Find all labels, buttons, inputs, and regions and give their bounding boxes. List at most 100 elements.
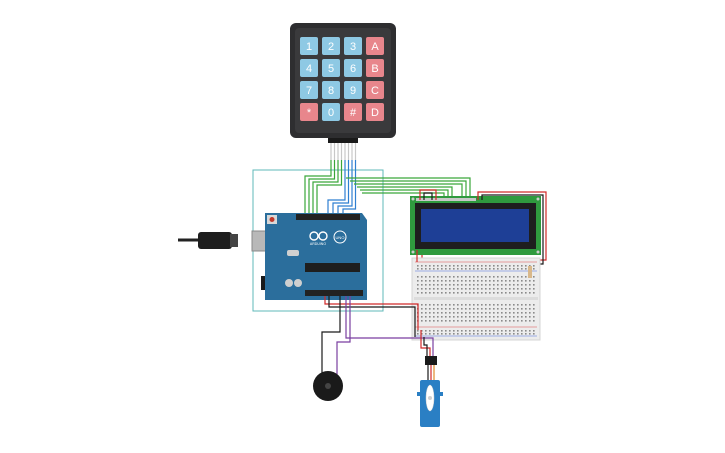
breadboard-hole <box>501 292 503 294</box>
breadboard[interactable] <box>411 257 541 341</box>
breadboard-hole <box>421 265 423 267</box>
breadboard-hole <box>505 333 507 335</box>
breadboard-hole <box>513 292 515 294</box>
breadboard-hole <box>481 333 483 335</box>
breadboard-hole <box>481 265 483 267</box>
breadboard-hole <box>501 316 503 318</box>
breadboard-hole <box>489 265 491 267</box>
keypad-key[interactable] <box>322 81 340 99</box>
keypad-key[interactable] <box>344 81 362 99</box>
breadboard-hole <box>441 316 443 318</box>
breadboard-hole <box>457 284 459 286</box>
breadboard-hole <box>501 304 503 306</box>
keypad-key[interactable] <box>344 59 362 77</box>
breadboard-hole <box>469 316 471 318</box>
breadboard-hole <box>429 280 431 282</box>
breadboard-hole <box>445 312 447 314</box>
keypad-key[interactable] <box>300 103 318 121</box>
breadboard-hole <box>473 330 475 332</box>
buzzer-hole <box>325 383 331 389</box>
breadboard-hole <box>465 304 467 306</box>
keypad-key[interactable] <box>366 81 384 99</box>
breadboard-hole <box>493 312 495 314</box>
keypad-key[interactable] <box>366 59 384 77</box>
breadboard-hole <box>521 268 523 270</box>
breadboard-hole <box>429 333 431 335</box>
arduino-logo-text: ARDUINO <box>310 242 326 246</box>
breadboard-hole <box>473 268 475 270</box>
breadboard-hole <box>477 292 479 294</box>
keypad-key[interactable] <box>322 59 340 77</box>
breadboard-hole <box>521 320 523 322</box>
breadboard-hole <box>437 320 439 322</box>
keypad-key[interactable] <box>366 37 384 55</box>
breadboard-hole <box>509 280 511 282</box>
breadboard-hole <box>489 292 491 294</box>
arduino-uno[interactable]: ARDUINO UNO <box>178 213 367 300</box>
breadboard-hole <box>529 312 531 314</box>
breadboard-hole <box>493 316 495 318</box>
reset-button-cap[interactable] <box>269 217 275 222</box>
keypad-key[interactable] <box>344 37 362 55</box>
breadboard-hole <box>529 265 531 267</box>
keypad-key[interactable] <box>344 103 362 121</box>
breadboard-hole <box>441 276 443 278</box>
breadboard-hole <box>417 333 419 335</box>
breadboard-hole <box>425 268 427 270</box>
breadboard-hole <box>513 268 515 270</box>
breadboard-hole <box>465 268 467 270</box>
breadboard-hole <box>425 288 427 290</box>
breadboard-hole <box>525 333 527 335</box>
breadboard-hole <box>445 333 447 335</box>
lcd-mount-hole <box>536 250 540 254</box>
servo-motor[interactable] <box>417 356 443 427</box>
keypad-key-label: 1 <box>306 41 312 53</box>
breadboard-hole <box>461 276 463 278</box>
breadboard-hole <box>501 280 503 282</box>
breadboard-hole <box>465 316 467 318</box>
arduino-wires <box>321 250 434 375</box>
breadboard-hole <box>437 268 439 270</box>
breadboard-hole <box>445 268 447 270</box>
breadboard-hole <box>517 280 519 282</box>
breadboard-hole <box>433 333 435 335</box>
breadboard-hole <box>533 288 535 290</box>
breadboard-hole <box>417 292 419 294</box>
keypad-key[interactable] <box>366 103 384 121</box>
breadboard-hole <box>501 268 503 270</box>
breadboard-hole <box>497 284 499 286</box>
lcd-16x2[interactable] <box>410 196 541 255</box>
breadboard-hole <box>429 320 431 322</box>
breadboard-hole <box>425 333 427 335</box>
breadboard-hole <box>529 333 531 335</box>
resistor[interactable] <box>528 266 532 278</box>
breadboard-hole <box>469 268 471 270</box>
keypad-key[interactable] <box>300 59 318 77</box>
piezo-buzzer[interactable] <box>313 371 343 401</box>
breadboard-hole <box>457 276 459 278</box>
keypad-key[interactable] <box>322 103 340 121</box>
breadboard-hole <box>477 265 479 267</box>
breadboard-hole <box>509 320 511 322</box>
breadboard-hole <box>457 292 459 294</box>
keypad-key[interactable] <box>300 37 318 55</box>
keypad-key[interactable] <box>322 37 340 55</box>
breadboard-hole <box>525 284 527 286</box>
breadboard-hole <box>489 308 491 310</box>
breadboard-hole <box>485 333 487 335</box>
breadboard-hole <box>477 304 479 306</box>
keypad-key[interactable] <box>300 81 318 99</box>
breadboard-hole <box>429 284 431 286</box>
breadboard-hole <box>461 268 463 270</box>
breadboard-hole <box>501 265 503 267</box>
breadboard-hole <box>513 288 515 290</box>
breadboard-hole <box>509 333 511 335</box>
breadboard-hole <box>437 312 439 314</box>
keypad-key-label: 2 <box>328 41 334 53</box>
breadboard-hole <box>453 280 455 282</box>
breadboard-hole <box>461 333 463 335</box>
breadboard-hole <box>433 304 435 306</box>
breadboard-hole <box>429 268 431 270</box>
breadboard-hole <box>497 280 499 282</box>
